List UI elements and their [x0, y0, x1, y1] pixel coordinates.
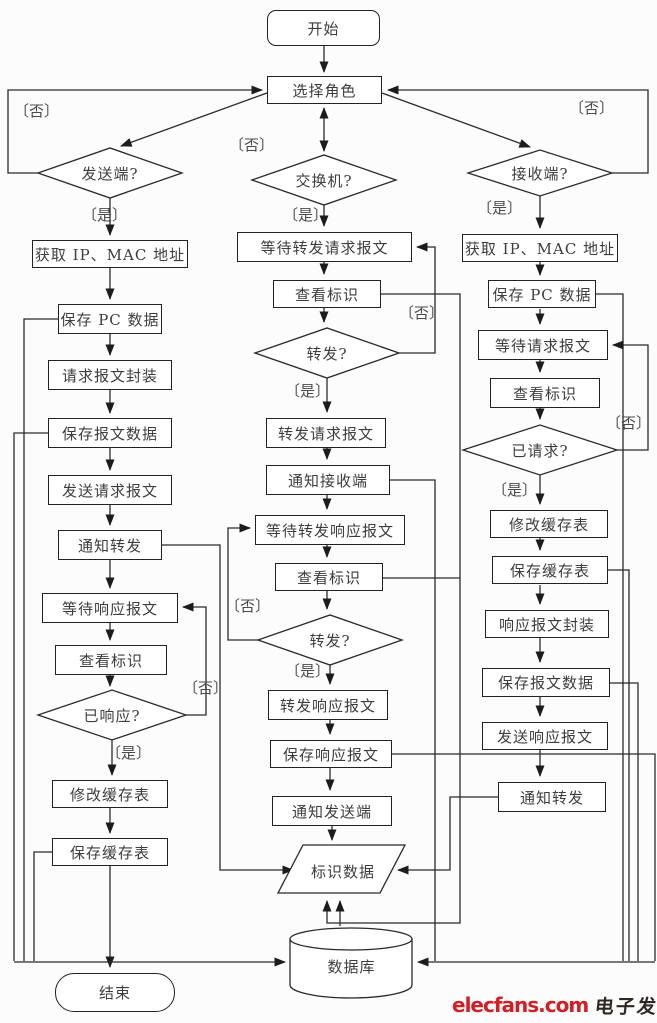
elecfans-logo-chinese: 电子发烧友 [593, 995, 657, 1018]
process-check-flag-receiver: 查看标识 [490, 378, 600, 408]
process-send-response: 发送响应报文 [482, 722, 608, 750]
elecfans-logo-text: elecfans.com [452, 993, 589, 1017]
flag-data-shape [276, 844, 407, 894]
branch-label-yes-forward-2: 〔是〕 [285, 662, 331, 680]
branch-label-yes-sender: 〔是〕 [82, 206, 128, 224]
decision-forward-2: 转发? [309, 631, 351, 650]
process-save-cache-receiver: 保存缓存表 [492, 556, 608, 584]
process-notify-sender: 通知发送端 [272, 796, 392, 826]
branch-label-yes-responded: 〔是〕 [106, 744, 152, 762]
decision-sender: 发送端? [81, 164, 139, 183]
process-save-packet-data-receiver: 保存报文数据 [482, 668, 610, 697]
decision-switch-shape [250, 154, 398, 206]
process-wait-request: 等待请求报文 [478, 330, 608, 360]
branch-label-yes-requested: 〔是〕 [492, 481, 538, 499]
node-end: 结束 [55, 973, 175, 1012]
process-check-flag-switch-2: 查看标识 [275, 563, 383, 591]
decision-forward-1: 转发? [306, 344, 348, 363]
branch-label-no-sender: 〔否〕 [14, 102, 60, 120]
database: 数据库 [327, 957, 376, 976]
process-check-flag-sender: 查看标识 [55, 645, 167, 675]
process-wait-forward-request: 等待转发请求报文 [237, 232, 412, 262]
branch-label-yes-receiver: 〔是〕 [477, 199, 523, 217]
process-notify-receiver: 通知接收端 [266, 465, 390, 495]
branch-label-yes-forward-1: 〔是〕 [285, 382, 331, 400]
decision-sender-shape [36, 147, 184, 199]
process-notify-forward-sender: 通知转发 [58, 530, 162, 560]
process-forward-response: 转发响应报文 [268, 690, 388, 720]
process-send-request: 发送请求报文 [48, 475, 172, 505]
process-check-flag-switch-1: 查看标识 [273, 280, 381, 308]
footer-logo: elecfans.com 电子发烧友 [452, 990, 657, 1020]
node-start: 开始 [267, 10, 380, 46]
process-wait-forward-response: 等待转发响应报文 [255, 515, 405, 545]
decision-receiver: 接收端? [511, 164, 569, 183]
process-save-cache-sender: 保存缓存表 [52, 838, 168, 866]
decision-responded-shape [35, 689, 189, 741]
branch-label-no-responded: 〔否〕 [183, 679, 229, 697]
decision-responded: 已响应? [83, 706, 141, 725]
branch-label-no-receiver: 〔否〕 [569, 99, 615, 117]
process-notify-forward-receiver: 通知转发 [498, 782, 606, 812]
branch-label-no-forward-1: 〔否〕 [399, 304, 445, 322]
decision-forward2-shape [256, 614, 404, 666]
database-body-shape [289, 939, 413, 999]
branch-label-no-switch: 〔否〕 [229, 136, 275, 154]
database-top-shape [289, 927, 413, 951]
process-encapsulate-request: 请求报文封装 [48, 360, 172, 390]
process-modify-cache-receiver: 修改缓存表 [490, 510, 608, 538]
decision-switch: 交换机? [295, 171, 353, 190]
process-modify-cache-sender: 修改缓存表 [52, 780, 168, 808]
process-save-pc-data-sender: 保存 PC 数据 [58, 304, 162, 334]
process-wait-response: 等待响应报文 [42, 593, 178, 623]
node-select-role: 选择角色 [267, 76, 382, 104]
branch-label-yes-switch: 〔是〕 [283, 206, 329, 224]
decision-requested-shape [460, 424, 620, 476]
process-forward-request: 转发请求报文 [266, 418, 386, 448]
process-save-response: 保存响应报文 [270, 740, 392, 768]
branch-label-no-requested: 〔否〕 [606, 414, 652, 432]
decision-requested: 已请求? [511, 441, 569, 460]
process-save-packet-data-sender: 保存报文数据 [48, 418, 172, 448]
data-flag-data: 标识数据 [310, 862, 375, 881]
branch-label-no-forward-2: 〔否〕 [225, 597, 271, 615]
process-get-ip-mac-receiver: 获取 IP、MAC 地址 [462, 234, 618, 262]
process-get-ip-mac-sender: 获取 IP、MAC 地址 [32, 240, 188, 268]
process-encapsulate-response: 响应报文封装 [485, 610, 609, 638]
decision-forward1-shape [253, 327, 401, 379]
decision-receiver-shape [465, 149, 615, 197]
process-save-pc-data-receiver: 保存 PC 数据 [488, 280, 596, 308]
